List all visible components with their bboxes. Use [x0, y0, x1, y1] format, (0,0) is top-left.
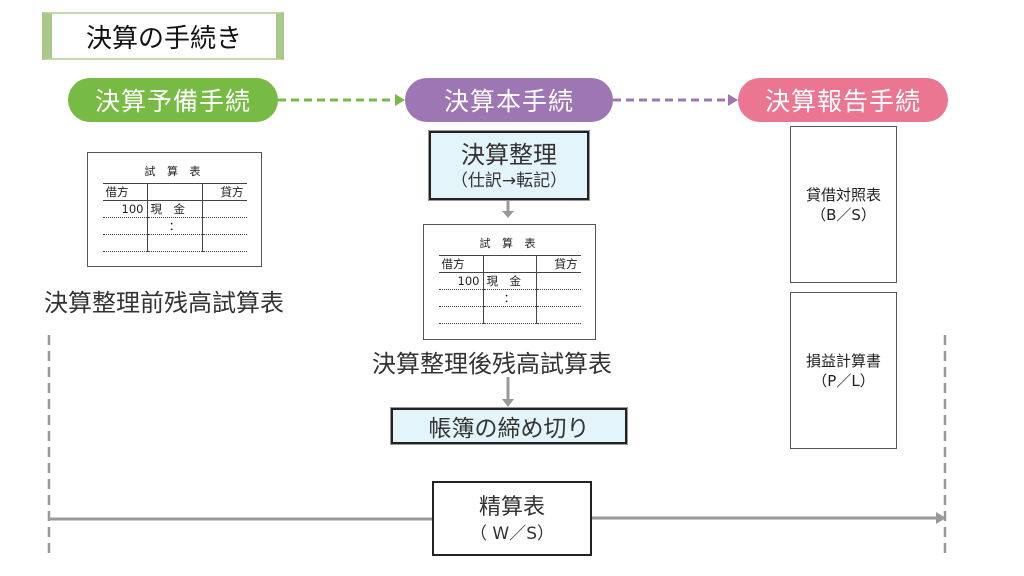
ellipsis: ： [483, 289, 537, 307]
page-title: 決算の手続き [42, 12, 284, 60]
phase-main: 決算本手続 [405, 78, 613, 122]
trial-balance-title: 試 算 表 [479, 237, 540, 250]
trial-balance-table: 借方 貸方 100 現 金 ： [102, 183, 247, 252]
debit-amount: 100 [438, 272, 484, 290]
phase-reporting: 決算報告手続 [738, 78, 948, 122]
phase-preliminary: 決算予備手続 [68, 78, 278, 122]
trial-balance-post: 試 算 表 借方 貸方 100 現 金 ： [423, 224, 596, 340]
down-arrow-2 [502, 377, 514, 407]
adjustment-title: 決算整理 [461, 140, 557, 169]
trial-balance-pre: 試 算 表 借方 貸方 100 現 金 ： [87, 152, 262, 267]
adjustment-box: 決算整理 （仕訳→転記） [429, 131, 589, 200]
balance-sheet-title: 貸借対照表 [805, 185, 881, 204]
debit-amount: 100 [102, 200, 148, 218]
credit-header: 貸方 [554, 257, 578, 271]
worksheet-timeline-arrow [49, 512, 946, 524]
debit-header: 借方 [102, 183, 148, 201]
trial-balance-title: 試 算 表 [144, 165, 205, 178]
balance-sheet-abbr: （B／S） [811, 205, 876, 224]
income-statement-title: 損益計算書 [805, 351, 881, 370]
balance-sheet-box: 貸借対照表 （B／S） [790, 126, 897, 283]
trial-balance-table: 借方 貸方 100 現 金 ： [438, 255, 581, 324]
debit-header: 借方 [438, 255, 484, 273]
worksheet-box: 精算表 （ W／S） [432, 481, 592, 556]
dashed-arrow-green [278, 94, 405, 106]
ellipsis: ： [147, 217, 203, 235]
closing-books-box: 帳簿の締め切り [391, 408, 627, 444]
dashed-arrow-purple [613, 94, 738, 106]
worksheet-title: 精算表 [478, 494, 545, 520]
down-arrow-1 [502, 200, 514, 218]
pre-adjustment-trial-balance-label: 決算整理前残高試算表 [44, 289, 284, 317]
adjustment-subtitle: （仕訳→転記） [450, 170, 568, 191]
account-name: 現 金 [147, 200, 203, 218]
income-statement-box: 損益計算書 （P／L） [790, 292, 897, 449]
income-statement-abbr: （P／L） [812, 371, 875, 390]
credit-header: 貸方 [220, 185, 244, 199]
account-name: 現 金 [483, 272, 537, 290]
worksheet-abbr: （ W／S） [469, 523, 554, 544]
post-adjustment-trial-balance-label: 決算整理後残高試算表 [372, 350, 612, 378]
